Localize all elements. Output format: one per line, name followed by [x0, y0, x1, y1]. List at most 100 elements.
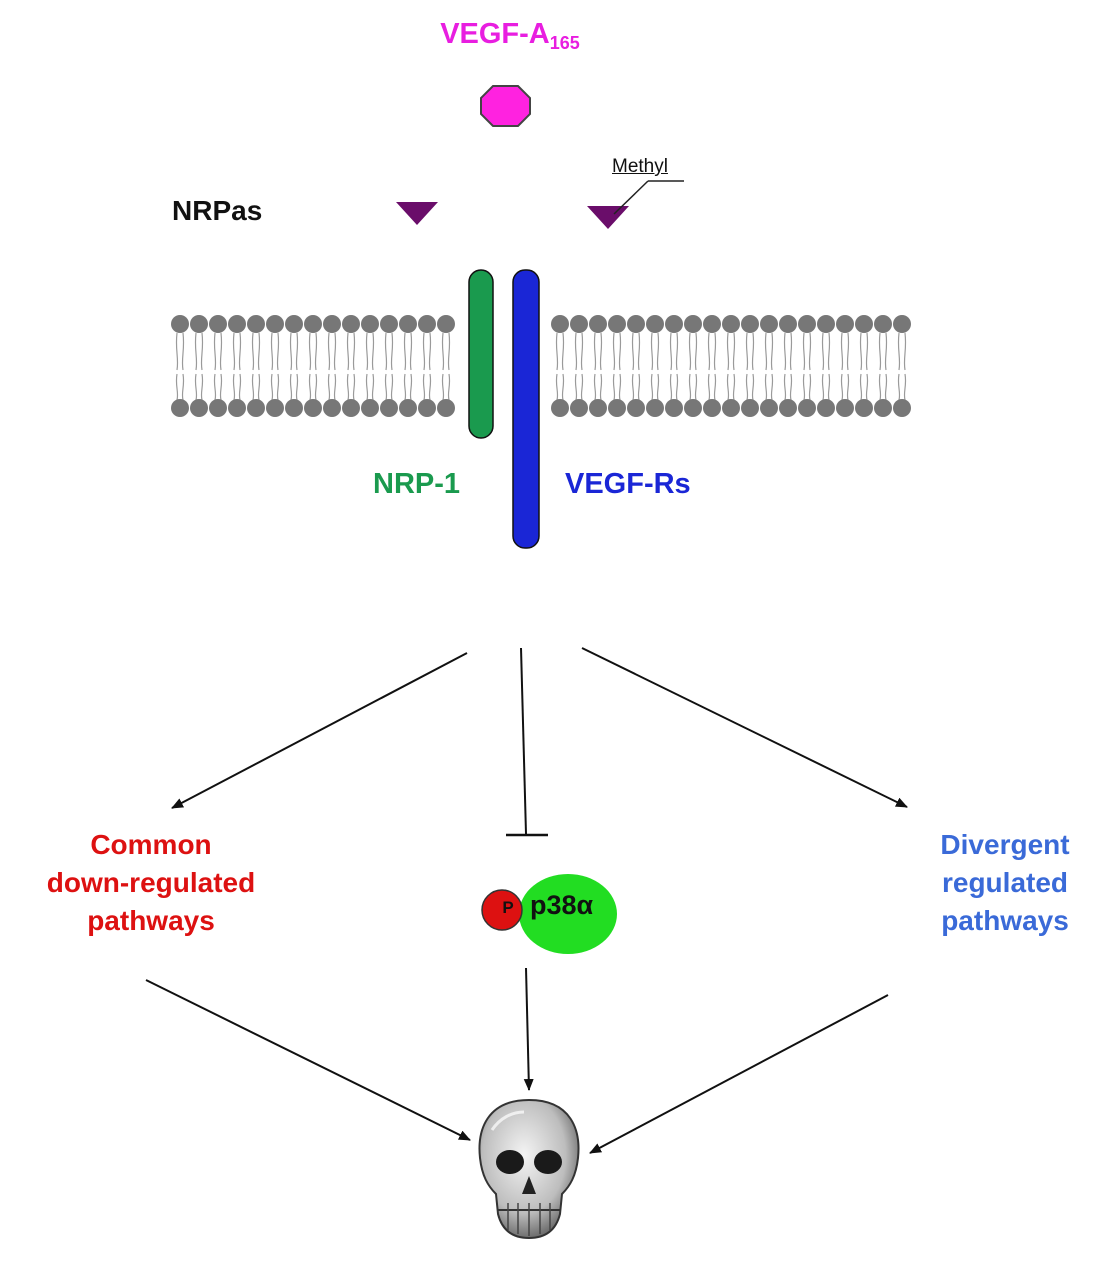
common-line-3: pathways — [87, 905, 215, 936]
vegfr-receptor — [512, 269, 540, 549]
lipid-head — [418, 315, 436, 333]
lipid-head — [285, 315, 303, 333]
divergent-pathways-label: Divergent regulated pathways — [900, 826, 1102, 940]
lipid-head — [380, 399, 398, 417]
lipid-tails — [574, 332, 584, 401]
lipid-head — [323, 399, 341, 417]
ligand-label: VEGF-A165 — [420, 18, 600, 54]
lipid-tails — [346, 332, 356, 401]
lipid-tails — [821, 332, 831, 401]
lipid-head — [247, 315, 265, 333]
lipid-tails — [707, 332, 717, 401]
nrpas-triangle-right — [587, 206, 629, 229]
lipid-head — [304, 399, 322, 417]
lipid-tails — [859, 332, 869, 401]
divergent-line-1: Divergent — [940, 829, 1070, 860]
lipid-head — [760, 399, 778, 417]
lipid-tails — [878, 332, 888, 401]
lipid-head — [874, 399, 892, 417]
divergent-line-3: pathways — [941, 905, 1069, 936]
lipid-head — [209, 315, 227, 333]
lipid-head — [646, 399, 664, 417]
lipid-head — [437, 315, 455, 333]
lipid-head — [741, 315, 759, 333]
lipid-head — [304, 315, 322, 333]
vegfr-label: VEGF-Rs — [565, 468, 691, 500]
lipid-tails — [327, 332, 337, 401]
lipid-tails — [745, 332, 755, 401]
arrow-to-divergent — [581, 647, 908, 808]
lipid-head — [817, 315, 835, 333]
lipid-head — [627, 399, 645, 417]
lipid-head — [228, 399, 246, 417]
lipid-head — [836, 315, 854, 333]
arrow-to-common — [171, 652, 468, 809]
lipid-head — [551, 399, 569, 417]
lipid-head — [266, 399, 284, 417]
lipid-head — [646, 315, 664, 333]
lipid-head — [893, 399, 911, 417]
lipid-tails — [232, 332, 242, 401]
lipid-head — [190, 399, 208, 417]
lipid-tails — [840, 332, 850, 401]
lipid-head — [171, 315, 189, 333]
inhibition-to-p38 — [520, 647, 527, 835]
arrow-p38-to-death — [523, 967, 534, 1091]
lipid-head — [342, 315, 360, 333]
methyl-pointer — [613, 180, 649, 215]
common-pathways-label: Common down-regulated pathways — [20, 826, 282, 940]
lipid-head — [171, 399, 189, 417]
lipid-head — [760, 315, 778, 333]
lipid-head — [836, 399, 854, 417]
lipid-tails — [365, 332, 375, 401]
lipid-head — [779, 315, 797, 333]
lipid-head — [342, 399, 360, 417]
lipid-tails — [631, 332, 641, 401]
common-line-2: down-regulated — [46, 867, 256, 898]
lipid-tails — [289, 332, 299, 401]
lipid-tails — [802, 332, 812, 401]
vegf-ligand-shape — [480, 85, 531, 127]
lipid-tails — [650, 332, 660, 401]
lipid-tails — [403, 332, 413, 401]
lipid-tails — [422, 332, 432, 401]
lipid-tails — [251, 332, 261, 401]
lipid-tails — [688, 332, 698, 401]
lipid-head — [665, 399, 683, 417]
lipid-head — [589, 315, 607, 333]
lipid-head — [703, 399, 721, 417]
lipid-head — [798, 315, 816, 333]
lipid-tails — [593, 332, 603, 401]
lipid-head — [228, 315, 246, 333]
lipid-tails — [783, 332, 793, 401]
lipid-tails — [441, 332, 451, 401]
p38-label: p38α — [530, 890, 594, 920]
lipid-head — [570, 399, 588, 417]
lipid-tails — [555, 332, 565, 401]
lipid-head — [703, 315, 721, 333]
lipid-head — [684, 399, 702, 417]
nrp1-receptor — [468, 269, 494, 439]
lipid-head — [380, 315, 398, 333]
lipid-tails — [175, 332, 185, 401]
lipid-bilayer — [171, 315, 911, 417]
lipid-head — [893, 315, 911, 333]
lipid-head — [266, 315, 284, 333]
phospho-label: P — [502, 898, 514, 917]
lipid-head — [722, 315, 740, 333]
lipid-head — [722, 399, 740, 417]
lipid-head — [437, 399, 455, 417]
lipid-tails — [213, 332, 223, 401]
skull-icon — [478, 1098, 580, 1240]
common-line-1: Common — [90, 829, 212, 860]
lipid-tails — [726, 332, 736, 401]
lipid-tails — [612, 332, 622, 401]
phospho-group-shape — [481, 889, 523, 931]
lipid-head — [285, 399, 303, 417]
lipid-head — [798, 399, 816, 417]
lipid-head — [608, 315, 626, 333]
lipid-head — [665, 315, 683, 333]
lipid-tails — [308, 332, 318, 401]
lipid-head — [323, 315, 341, 333]
